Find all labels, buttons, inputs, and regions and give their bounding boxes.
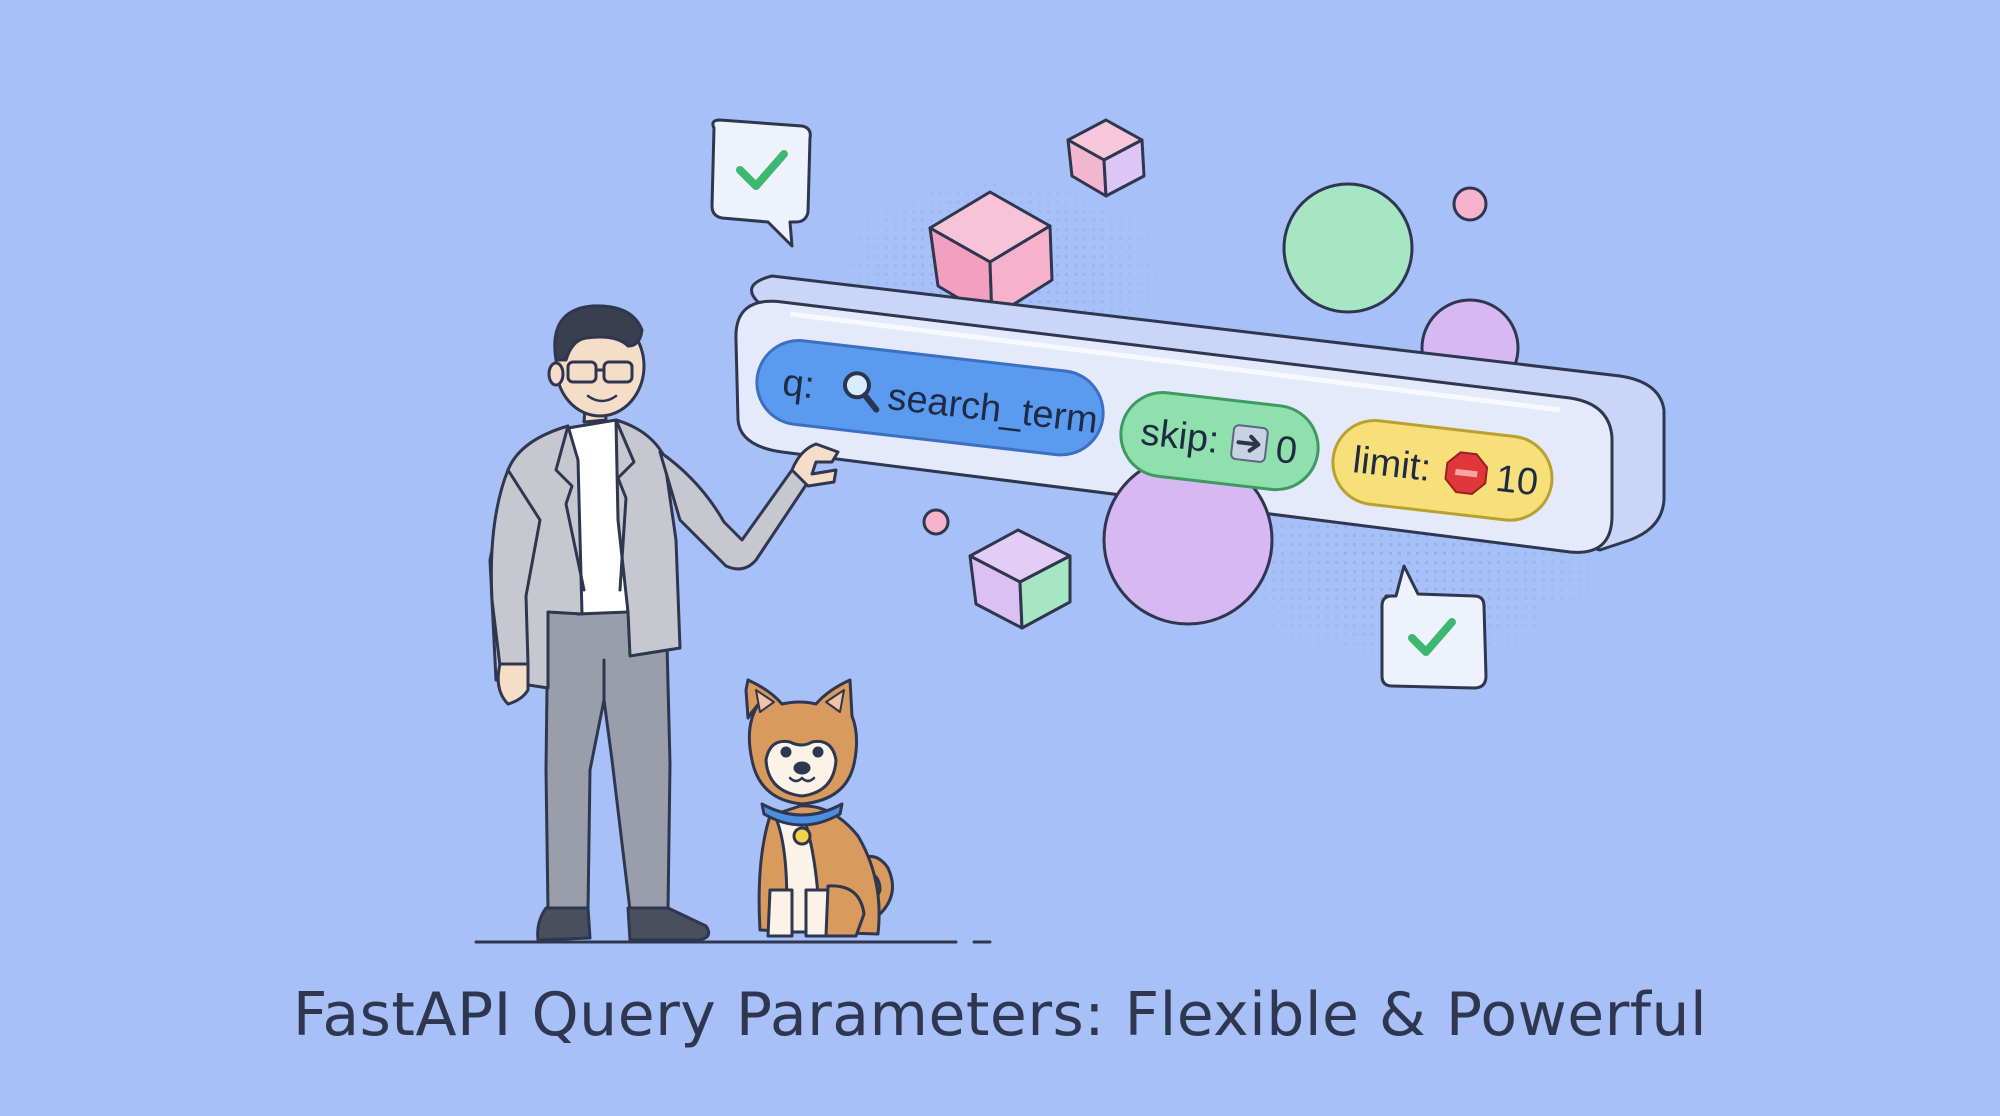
presenter-man [488, 304, 840, 942]
check-icon [736, 150, 788, 190]
param-skip-pill: skip: 0 [1119, 391, 1320, 492]
magnifier-icon [842, 371, 880, 413]
param-skip-key: skip: [1139, 411, 1221, 462]
mint-cube [968, 528, 1072, 630]
stop-sign-icon [1444, 451, 1489, 495]
check-bubble-top [710, 118, 812, 248]
check-icon [1408, 618, 1456, 656]
param-skip-value: 0 [1273, 429, 1299, 473]
arrow-right-icon [1230, 424, 1269, 463]
mint-circle [1282, 182, 1414, 314]
param-limit-value: 10 [1493, 458, 1540, 505]
check-bubble-bottom [1380, 564, 1488, 690]
param-limit-key: limit: [1351, 439, 1433, 490]
small-pink-circle [1452, 186, 1488, 222]
pink-cube [928, 190, 1054, 320]
tiny-pink-circle [922, 508, 950, 536]
param-q-pill: q: search_term [755, 339, 1105, 457]
param-limit-pill: limit: 10 [1331, 419, 1554, 522]
param-q-key: q: [780, 362, 816, 407]
shiba-dog [744, 678, 894, 938]
small-cube-top [1066, 118, 1146, 198]
page-title: FastAPI Query Parameters: Flexible & Pow… [292, 980, 1708, 1050]
